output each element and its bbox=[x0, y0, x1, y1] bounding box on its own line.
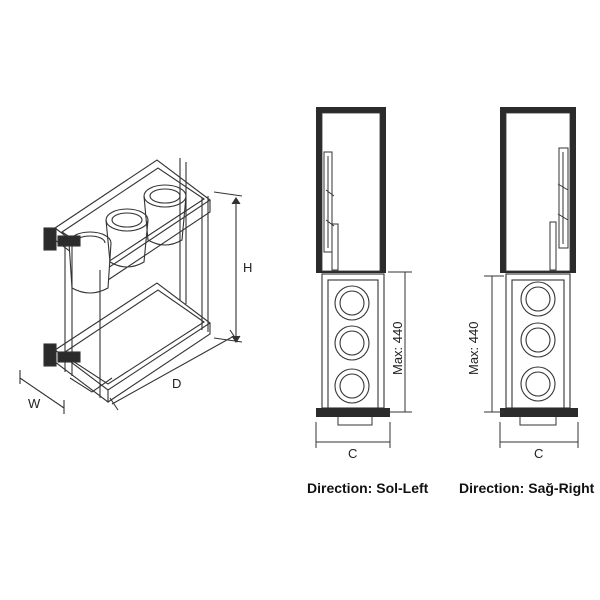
c-label-left: C bbox=[348, 446, 357, 461]
basket-right bbox=[505, 273, 571, 409]
runner-right bbox=[549, 147, 569, 271]
depth-label: D bbox=[172, 376, 181, 391]
basket-left bbox=[321, 273, 385, 409]
right-side-view bbox=[484, 107, 579, 448]
width-label: W bbox=[28, 396, 41, 411]
runner-left bbox=[323, 151, 339, 271]
width-dimension-line bbox=[19, 370, 65, 414]
max-dimension-right bbox=[484, 275, 504, 413]
caption-left: Direction: Sol-Left bbox=[307, 480, 429, 496]
caption-right: Direction: Sağ-Right bbox=[459, 480, 595, 496]
frame-posts bbox=[64, 158, 209, 398]
depth-dimension-line bbox=[109, 329, 239, 411]
height-label: H bbox=[243, 260, 252, 275]
cup-holders bbox=[68, 184, 187, 294]
c-label-right: C bbox=[534, 446, 543, 461]
isometric-view bbox=[19, 158, 243, 414]
left-side-view bbox=[315, 107, 412, 448]
max-label-right: Max: 440 bbox=[466, 322, 481, 375]
runner-brackets bbox=[43, 227, 81, 367]
max-dimension-left bbox=[388, 271, 412, 413]
lower-tray bbox=[54, 282, 211, 391]
base-plate-left bbox=[316, 408, 390, 417]
base-plate-right bbox=[500, 408, 578, 417]
max-label-left: Max: 440 bbox=[390, 322, 405, 375]
c-dimension-right bbox=[499, 422, 579, 448]
height-dimension-line bbox=[213, 191, 243, 343]
c-dimension-left bbox=[315, 422, 391, 448]
